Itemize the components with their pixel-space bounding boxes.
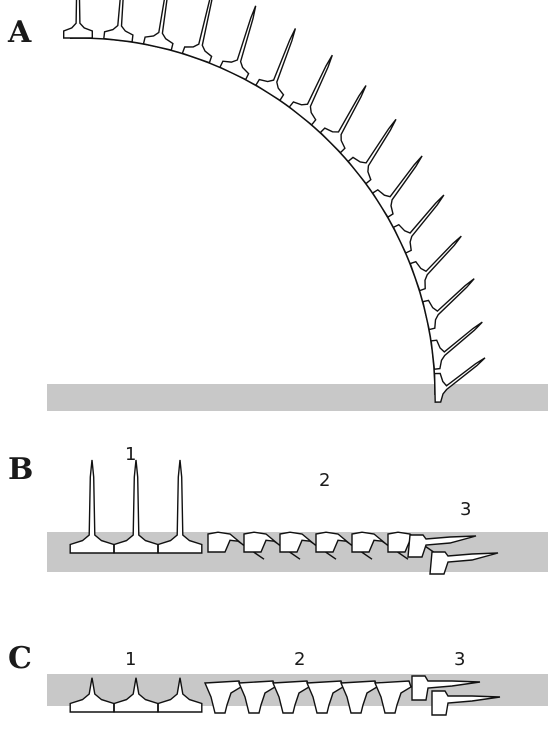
spine-a-6 <box>256 28 296 100</box>
panel-c-spines <box>70 676 500 715</box>
curved-surface-arc <box>70 38 435 395</box>
spine-a-9 <box>348 119 396 183</box>
spine-a-7 <box>289 55 332 125</box>
spine-a-14 <box>431 322 482 369</box>
spine-a-10 <box>373 156 422 217</box>
spine-a-5 <box>220 6 256 80</box>
spine-a-8 <box>320 86 366 153</box>
spine-a-12 <box>410 236 461 291</box>
spine-a-2 <box>104 0 133 42</box>
spine-a-1 <box>64 0 93 38</box>
spine-a-4 <box>182 0 213 63</box>
panel-a-substrate <box>47 384 548 411</box>
panel-a-spines <box>64 0 485 402</box>
panel-a-curved-surface <box>70 38 435 395</box>
spine-a-11 <box>394 195 444 253</box>
spine-a-13 <box>423 279 474 330</box>
spine-a-3 <box>144 0 173 50</box>
